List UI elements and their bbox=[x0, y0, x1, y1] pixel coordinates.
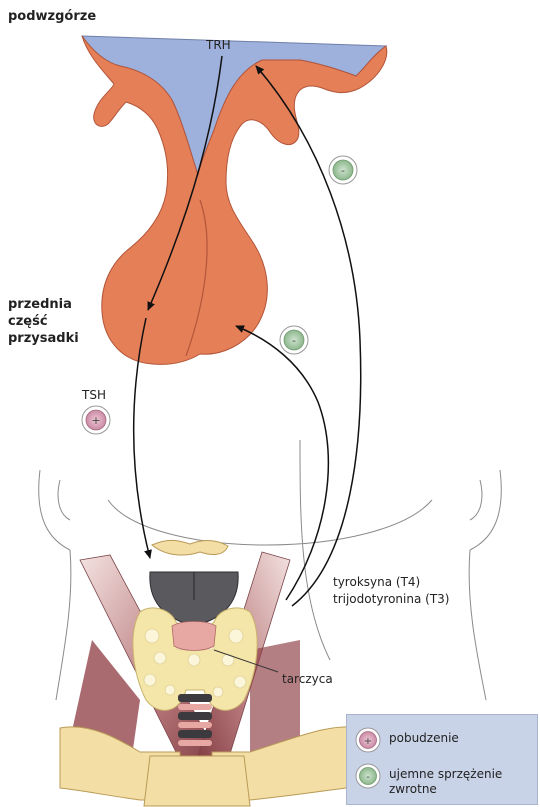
svg-text:-: - bbox=[366, 772, 370, 783]
pituitary-label-line3: przysadki bbox=[8, 330, 79, 347]
minus-sign-lower: - bbox=[292, 334, 296, 347]
legend-feedback-label: ujemne sprzężenie zwrotne bbox=[389, 767, 502, 797]
pituitary-shape bbox=[82, 36, 387, 364]
hypothalamus-label: podwzgórze bbox=[8, 8, 96, 25]
t4-label: tyroksyna (T4) bbox=[333, 575, 420, 590]
legend-feedback-line2: zwrotne bbox=[389, 782, 437, 796]
thyroid-label: tarczyca bbox=[282, 672, 333, 687]
legend: + pobudzenie - ujemne sprzężenie zwrotne bbox=[346, 714, 538, 805]
cricoid bbox=[172, 622, 216, 651]
feedback-arrow-hypothalamus bbox=[256, 66, 361, 606]
stimulation-legend-icon: + bbox=[355, 727, 381, 753]
svg-text:+: + bbox=[364, 736, 372, 747]
legend-item-stimulation: + pobudzenie bbox=[355, 727, 459, 753]
trh-label: TRH bbox=[206, 38, 231, 53]
plus-sign-tsh: + bbox=[91, 414, 100, 427]
legend-feedback-line1: ujemne sprzężenie bbox=[389, 767, 502, 781]
hyoid-bone bbox=[152, 540, 228, 555]
legend-stimulation-label: pobudzenie bbox=[389, 731, 459, 746]
legend-item-feedback: - ujemne sprzężenie zwrotne bbox=[355, 763, 502, 797]
pituitary-label-line1: przednia bbox=[8, 296, 72, 313]
tsh-label: TSH bbox=[82, 388, 106, 403]
pituitary-label-line2: część bbox=[8, 313, 48, 330]
feedback-legend-icon: - bbox=[355, 763, 381, 789]
t3-label: trijodotyronina (T3) bbox=[333, 592, 449, 607]
sternum bbox=[144, 756, 250, 806]
minus-sign-upper: - bbox=[341, 164, 345, 177]
